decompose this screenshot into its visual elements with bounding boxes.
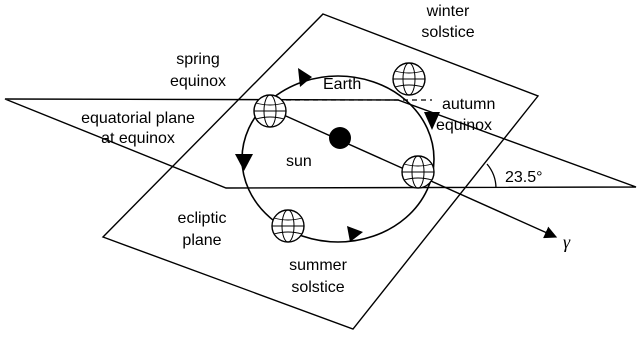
spring-equinox-label-line2: equinox [170,73,226,90]
autumn-equinox-label-line2: equinox [436,117,492,134]
earth-globe-icon [272,210,304,242]
autumn-equinox-label-line1: autumn [442,96,495,113]
equatorial-plane-label-line1: equatorial plane [81,110,195,127]
orbit-arrow-left [235,154,253,171]
earth-globe-icon [393,63,425,95]
ecliptic-plane-label-line1: ecliptic [178,210,227,227]
earth-label: Earth [323,76,361,93]
winter-solstice-label-line1: winter [426,3,470,20]
earth-globe-icon [254,95,286,127]
ecliptic-plane-label-line2: plane [182,232,221,249]
winter-solstice-label-line2: solstice [421,24,474,41]
tilt-angle-arc [487,164,496,188]
spring-equinox-label-line1: spring [176,51,220,68]
summer-solstice-label-line1: summer [289,257,347,274]
equatorial-plane-label-line2: at equinox [101,130,175,147]
sun-label: sun [286,153,312,170]
earth-globe-icon [402,156,434,188]
summer-solstice-label-line2: solstice [291,279,344,296]
gamma-label: γ [563,232,571,252]
orbit-arrow-top [298,68,312,87]
sun-icon [329,127,351,149]
tilt-angle-label: 23.5° [505,169,543,186]
